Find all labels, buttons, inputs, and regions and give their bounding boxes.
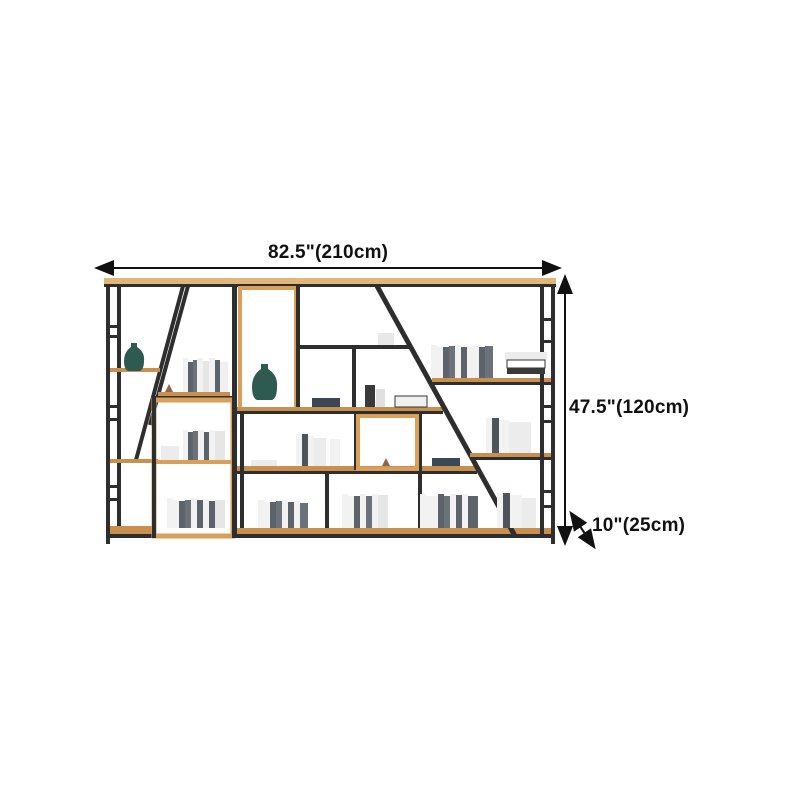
depth-dimension-label: 10"(25cm): [592, 515, 686, 536]
depth-dimension-arrow: [569, 510, 596, 550]
shelf-frame: [104, 278, 556, 544]
height-dimension-label: 47.5"(120cm): [569, 397, 690, 418]
decor-items: [124, 333, 547, 528]
width-dimension-label: 82.5"(210cm): [268, 242, 389, 263]
